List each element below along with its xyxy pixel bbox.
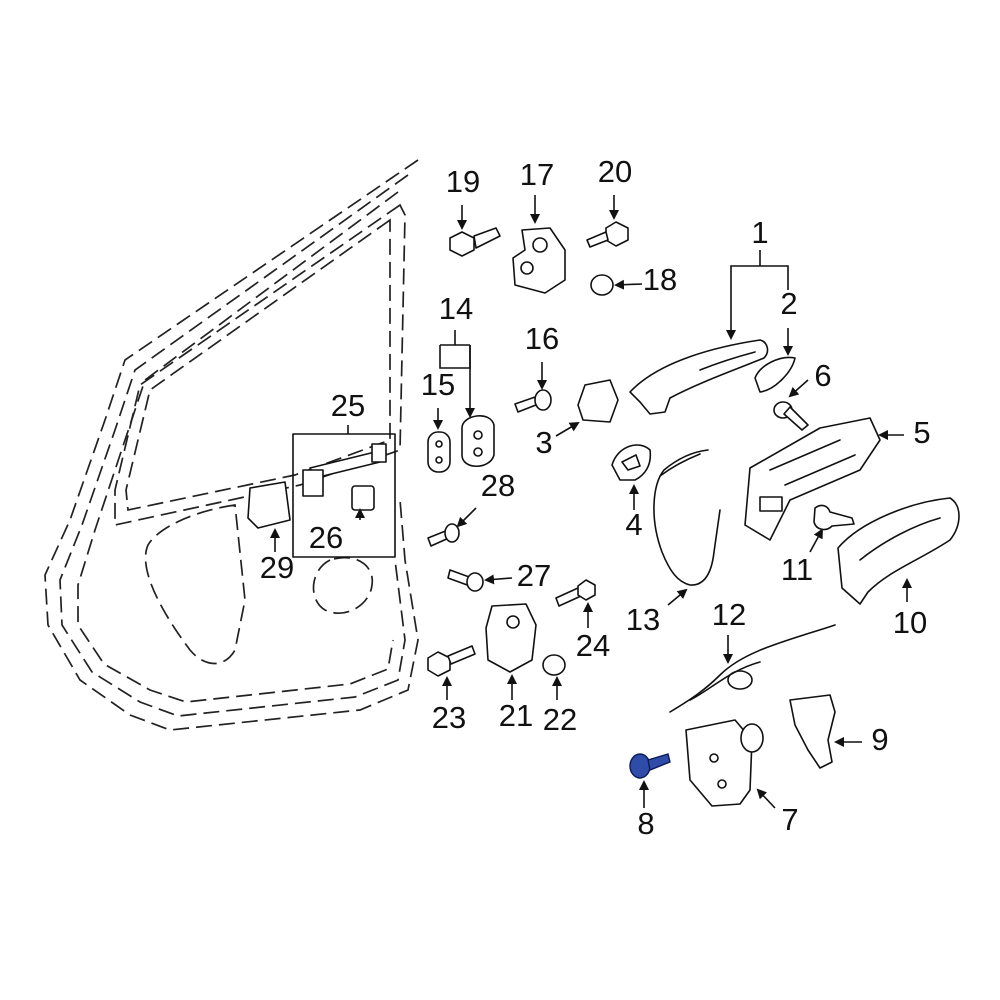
part-7-latch [685,719,764,807]
callout-2[interactable]: 2 [780,286,797,321]
part-13-cable [653,449,721,586]
callout-7[interactable]: 7 [781,802,798,837]
part-19-bolt [449,227,501,257]
part-1-handle [629,339,769,415]
callout-5[interactable]: 5 [913,415,930,450]
door-outline [44,159,419,731]
part-10-inner-handle [837,497,960,605]
callout-27[interactable]: 27 [517,558,551,593]
part-20-bolt [586,221,629,248]
part-21-hinge [485,603,537,673]
part-4-bezel [611,444,652,481]
callout-18[interactable]: 18 [643,262,677,297]
part-14-plate [461,415,495,468]
callout-20[interactable]: 20 [598,154,632,189]
callout-28[interactable]: 28 [481,468,515,503]
part-9-bracket [789,694,836,769]
callout-23[interactable]: 23 [432,700,466,735]
part-16-bolt [514,389,552,413]
callout-22[interactable]: 22 [543,702,577,737]
callout-3[interactable]: 3 [535,425,552,460]
callout-21[interactable]: 21 [499,698,533,733]
part-6-screw [773,401,809,431]
part-27-bolt [447,569,484,592]
part-28-bolt [427,523,460,547]
callout-4[interactable]: 4 [625,507,642,542]
part-29-bracket [247,481,291,529]
callout-15[interactable]: 15 [421,367,455,402]
part-2-seal [754,356,796,393]
callout-9[interactable]: 9 [871,722,888,757]
callout-labels: 19 17 20 18 14 15 16 3 1 2 6 5 4 11 10 1… [260,154,931,841]
callout-29[interactable]: 29 [260,550,294,585]
part-18-cap [590,274,614,296]
part-17-hinge [512,227,566,294]
callout-26[interactable]: 26 [309,520,343,555]
callout-13[interactable]: 13 [626,602,660,637]
part-25-check-strap [292,433,396,558]
callout-19[interactable]: 19 [446,164,480,199]
callout-1[interactable]: 1 [751,215,768,250]
part-12-cable [669,624,836,713]
callout-6[interactable]: 6 [814,358,831,393]
leader-lines [270,195,912,809]
callout-12[interactable]: 12 [712,597,746,632]
callout-16[interactable]: 16 [525,321,559,356]
callout-8[interactable]: 8 [637,806,654,841]
callout-14[interactable]: 14 [439,291,473,326]
part-11-screw [813,504,855,531]
part-5-bracket [744,417,881,541]
part-3-cap [577,379,619,423]
part-15-plate [427,431,451,473]
part-24-bolt [555,579,596,607]
callout-17[interactable]: 17 [520,157,554,192]
callout-25[interactable]: 25 [331,388,365,423]
part-26-plate [351,485,375,511]
callout-10[interactable]: 10 [893,605,927,640]
part-23-bolt [427,645,476,677]
part-8-bolt[interactable] [629,753,671,779]
callout-24[interactable]: 24 [576,628,610,663]
callout-11[interactable]: 11 [781,552,813,587]
part-22-cap [542,654,566,676]
